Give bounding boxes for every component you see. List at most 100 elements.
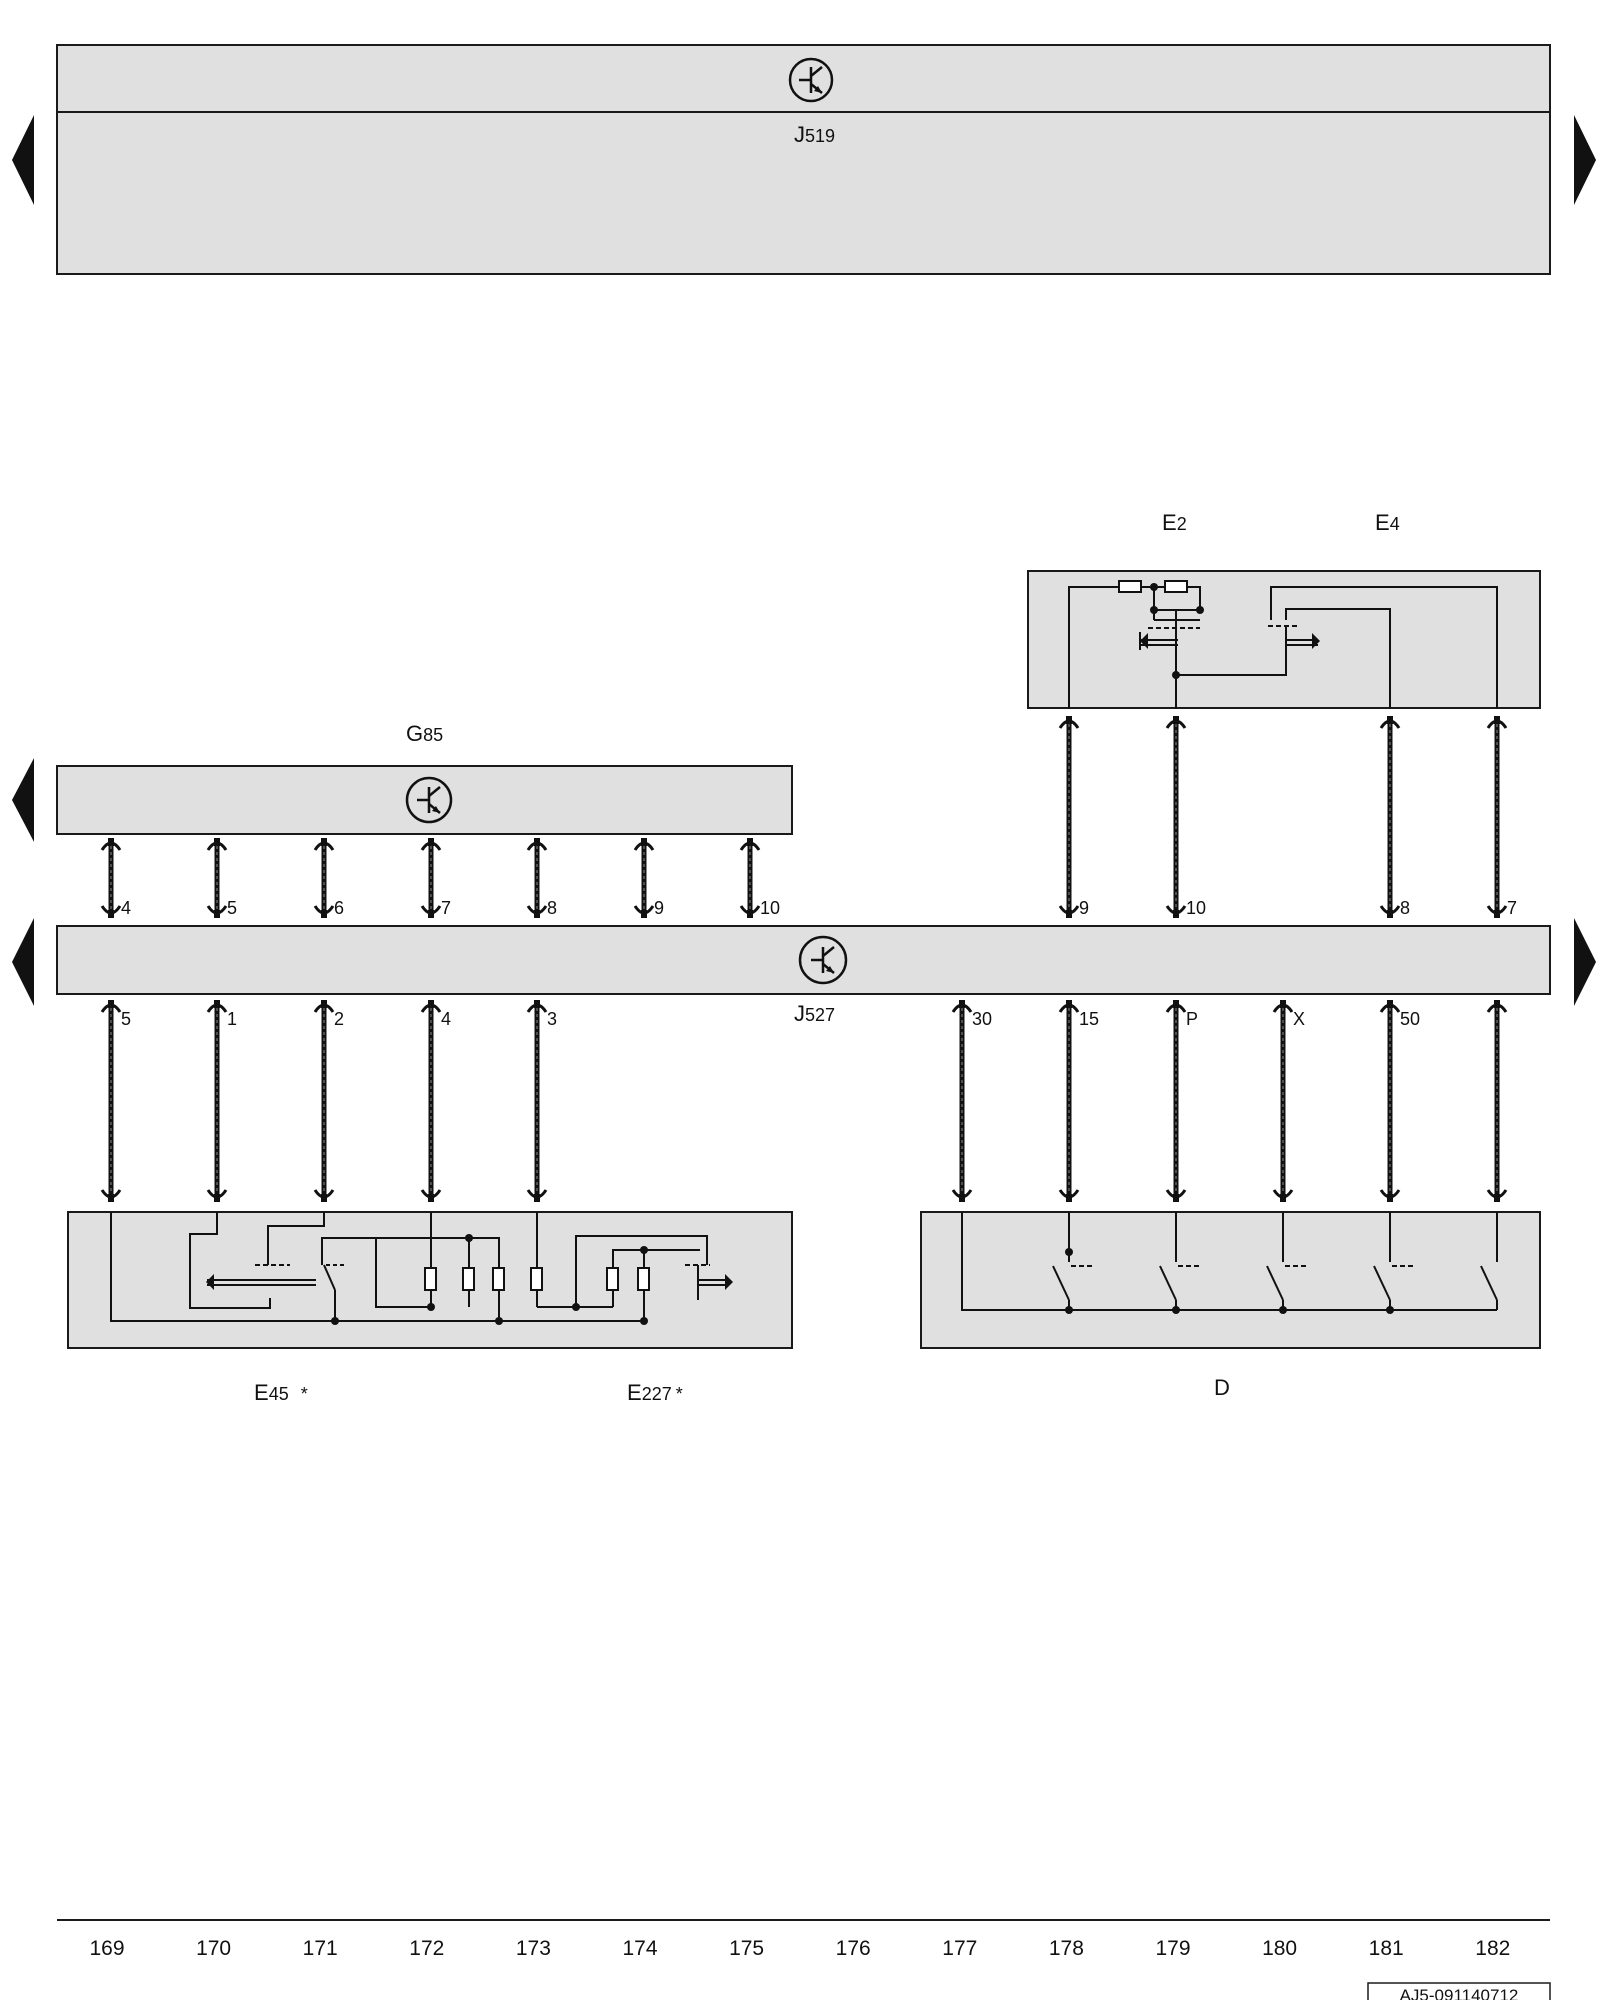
connector-icon (1379, 1000, 1401, 1013)
connector-icon (1272, 1000, 1294, 1013)
track-number: 170 (196, 1937, 231, 1960)
pin-label: 10 (1186, 898, 1206, 918)
triangle-left-icon[interactable] (12, 115, 34, 205)
e227-label: E227* (627, 1380, 683, 1405)
connector-icon (633, 905, 655, 918)
triangle-right-icon[interactable] (1574, 115, 1596, 205)
pin-label: X (1293, 1009, 1305, 1029)
connector-icon (526, 1000, 548, 1013)
connector-icon (206, 1189, 228, 1202)
e4-label: E4 (1375, 510, 1400, 535)
pin-label: 30 (972, 1009, 992, 1029)
connector-icon (739, 838, 761, 851)
pin-label: 5 (227, 898, 237, 918)
j519-unit: J519 (56, 44, 1551, 275)
track-number: 182 (1475, 1937, 1510, 1960)
connector-icon (206, 905, 228, 918)
connector-icon (313, 905, 335, 918)
track-number: 177 (942, 1937, 977, 1960)
pin-label: 1 (227, 1009, 237, 1029)
pin-label: 10 (760, 898, 780, 918)
connector-icon (313, 838, 335, 851)
connector-icon (1165, 716, 1187, 729)
connector-icon (526, 1189, 548, 1202)
track-number: 169 (89, 1937, 124, 1960)
track-number: 180 (1262, 1937, 1297, 1960)
pin-label: P (1186, 1009, 1198, 1029)
connector-icon (1379, 716, 1401, 729)
g85-unit (56, 765, 793, 835)
connector-icon (1486, 905, 1508, 918)
connector-icon (951, 1000, 973, 1013)
track-number: 179 (1155, 1937, 1190, 1960)
connector-icon (100, 1189, 122, 1202)
connector-icon (1486, 1000, 1508, 1013)
connector-icon (1165, 1189, 1187, 1202)
track-number: 178 (1049, 1937, 1084, 1960)
connector-icon (100, 1000, 122, 1013)
track-number: 181 (1369, 1937, 1404, 1960)
transistor-icon (405, 776, 453, 824)
track-number: 172 (409, 1937, 444, 1960)
connector-icon (313, 1189, 335, 1202)
connector-icon (1486, 716, 1508, 729)
ignition-switch-unit (920, 1211, 1541, 1349)
connector-icon (526, 905, 548, 918)
pin-label: 4 (121, 898, 131, 918)
connector-icon (1272, 1189, 1294, 1202)
connector-icon (100, 905, 122, 918)
e2-label: E2 (1162, 510, 1187, 535)
pin-label: 8 (1400, 898, 1410, 918)
connector-icon (1379, 905, 1401, 918)
track-number: 175 (729, 1937, 764, 1960)
connector-icon (1165, 905, 1187, 918)
track-number: 176 (836, 1937, 871, 1960)
pin-label: 9 (654, 898, 664, 918)
e45-e227-switch-unit (67, 1211, 793, 1349)
pin-label: 3 (547, 1009, 557, 1029)
connector-icon (1058, 716, 1080, 729)
track-number: 174 (622, 1937, 657, 1960)
connector-icon (206, 1000, 228, 1013)
connector-icon (1379, 1189, 1401, 1202)
connector-icon (739, 905, 761, 918)
pin-label: 5 (121, 1009, 131, 1029)
connector-icon (1486, 1189, 1508, 1202)
connector-icon (951, 1189, 973, 1202)
doc-id: AJ5-091140712 (1400, 1986, 1519, 2000)
connector-icon (206, 838, 228, 851)
d-label: D (1214, 1375, 1230, 1400)
transistor-icon (798, 935, 848, 985)
e45-label: E45* (254, 1380, 308, 1405)
triangle-left-icon[interactable] (12, 918, 34, 1006)
e2-e4-switch-unit (1027, 570, 1541, 709)
g85-label: G85 (406, 721, 443, 746)
pin-label: 7 (1507, 898, 1517, 918)
transistor-icon (788, 57, 834, 103)
connector-icon (420, 838, 442, 851)
pin-label: 50 (1400, 1009, 1420, 1029)
j527-unit (56, 925, 1551, 995)
doc-id-box (1367, 1982, 1551, 2000)
triangle-right-icon[interactable] (1574, 918, 1596, 1006)
connector-icon (420, 905, 442, 918)
pin-label: 2 (334, 1009, 344, 1029)
pin-label: 9 (1079, 898, 1089, 918)
pin-label: 7 (441, 898, 451, 918)
connector-icon (1058, 1189, 1080, 1202)
pin-label: 4 (441, 1009, 451, 1029)
pin-label: 6 (334, 898, 344, 918)
wire-group (100, 716, 1508, 1202)
pin-label: 15 (1079, 1009, 1099, 1029)
connector-icon (526, 838, 548, 851)
triangle-left-icon[interactable] (12, 758, 34, 842)
j527-label: J527 (794, 1001, 835, 1026)
connector-icon (1058, 1000, 1080, 1013)
connector-icon (313, 1000, 335, 1013)
connector-icon (100, 838, 122, 851)
connector-icon (1058, 905, 1080, 918)
connector-icon (420, 1189, 442, 1202)
